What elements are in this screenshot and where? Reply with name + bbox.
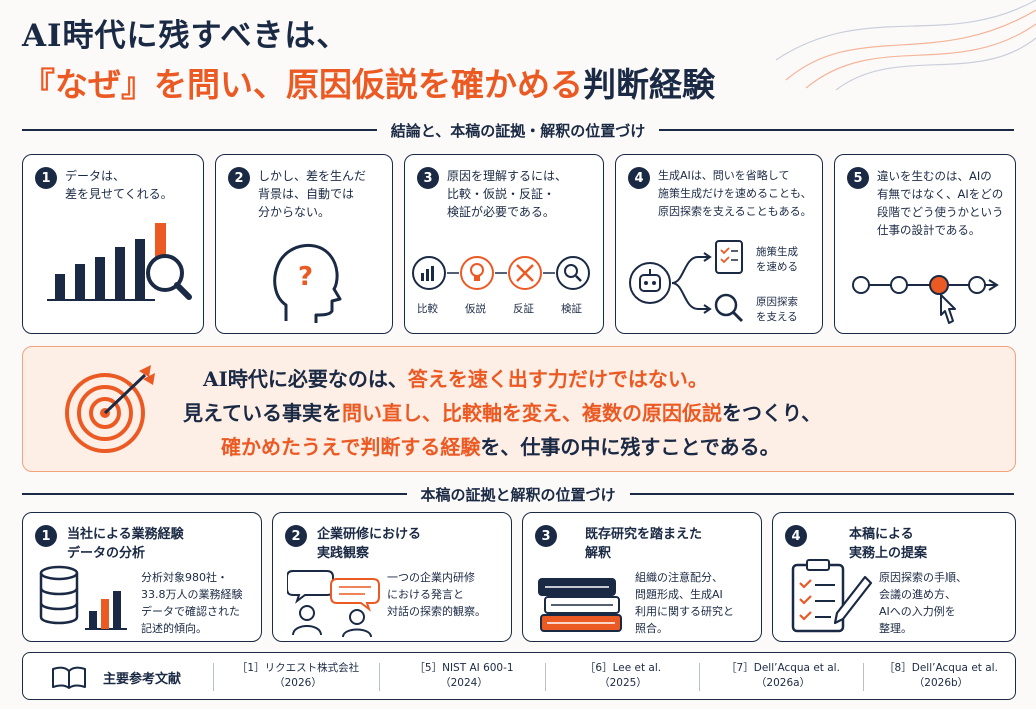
card-title: 企業研修における 実践観察: [317, 527, 422, 561]
decorative-swirl: [776, 0, 1036, 90]
card-text: しかし、差を生んだ 背景は、自動では 分からない。: [258, 169, 367, 219]
card-number: 4: [628, 167, 650, 189]
database-chart-icon: [39, 565, 127, 630]
card-number: 1: [35, 167, 57, 189]
branch-label-top: 施策生成 を速める: [756, 246, 798, 273]
card-text: 原因を理解するには、 比較・仮説・反証・ 検証が必要である。: [447, 169, 568, 219]
page-title-line2: 『なぜ』を問い、原因仮説を確かめる判断経験: [22, 58, 715, 106]
branch-label-bottom: 原因探索 を支える: [756, 296, 798, 323]
card-description: 組織の注意配分、 問題形成、生成AI 利用に関する研究と 照合。: [635, 571, 734, 635]
svg-text:?: ?: [298, 262, 313, 292]
card-description: 一つの企業内研修 における発言と 対話の探索的観察。: [387, 571, 486, 618]
step-label-verify: 検証: [561, 303, 582, 315]
references-heading: 主要参考文献: [103, 672, 182, 687]
section-header-conclusion: 結論と、本稿の証拠・解釈の位置づけ: [22, 120, 1014, 140]
card-number: 5: [847, 167, 869, 189]
banner-line-2: 見えている事実を問い直し、比較軸を変え、複数の原因仮説をつくり、: [183, 401, 822, 425]
step-label-hypothesis: 仮説: [465, 303, 486, 315]
card-number: 4: [785, 525, 807, 547]
process-steps-icons: [412, 256, 590, 290]
section-header-evidence: 本稿の証拠と解釈の位置づけ: [22, 484, 1015, 504]
reference-item: ［5］NIST AI 600-1 （2024）: [414, 662, 514, 689]
card-1: 1 データは、 差を見せてくれる。: [22, 154, 204, 334]
step-label-refute: 反証: [513, 303, 534, 315]
references-bar: 主要参考文献 ［1］リクエスト株式会社 （2026） ［5］NIST AI 60…: [22, 652, 1016, 700]
card-2: 2 しかし、差を生んだ 背景は、自動では 分からない。 ?: [215, 154, 393, 334]
people-dialogue-icon: [287, 570, 380, 637]
card-text: 違いを生むのは、AIの 有無ではなく、AIをどの 段階でどう使うかという 仕事の…: [877, 169, 1004, 237]
banner-line-1: AI時代に必要なのは、答えを速く出す力だけではない。: [203, 367, 708, 391]
evidence-card-2: 2 企業研修における 実践観察 一つの企業内研修 における発言と 対話の探索的観…: [272, 512, 512, 642]
ai-branch-icon: [629, 240, 744, 323]
bar-chart-magnifier-icon: [47, 223, 192, 301]
title-highlight: 『なぜ』を問い、原因仮説を確かめる: [22, 65, 583, 104]
evidence-card-3: 3 既存研究を踏まえた 解釈 組織の注意配分、 問題形成、生成AI 利用に関する…: [522, 512, 762, 642]
reference-item: ［7］Dell’Acqua et al. （2026a）: [726, 662, 840, 689]
books-stack-icon: [538, 578, 622, 632]
reference-item: ［1］リクエスト株式会社 （2026）: [236, 662, 360, 689]
evidence-card-1: 1 当社による業務経験 データの分析 分析対象980社・ 33.8万人の業務経験…: [22, 512, 262, 642]
key-message-banner: AI時代に必要なのは、答えを速く出す力だけではない。 見えている事実を問い直し、…: [22, 346, 1016, 472]
card-number: 2: [285, 525, 307, 547]
reference-item: ［6］Lee et al. （2025）: [584, 662, 662, 689]
card-number: 2: [228, 167, 250, 189]
card-title: 本稿による 実務上の提案: [849, 527, 928, 561]
step-label-compare: 比較: [417, 303, 438, 315]
card-5: 5 違いを生むのは、AIの 有無ではなく、AIをどの 段階でどう使うかという 仕…: [834, 154, 1016, 334]
clipboard-checklist-pen-icon: [791, 559, 873, 633]
card-number: 3: [535, 525, 557, 547]
banner-line-3: 確かめたうえで判断する経験を、仕事の中に残すことである。: [221, 435, 780, 459]
card-number: 3: [417, 167, 439, 189]
card-title: 当社による業務経験 データの分析: [67, 527, 184, 561]
reference-item: ［8］Dell’Acqua et al. （2026b）: [884, 662, 998, 689]
target-arrow-icon: [65, 365, 155, 453]
card-number: 1: [35, 525, 57, 547]
card-description: 原因探索の手順、 会議の進め方、 AIへの入力例を 整理。: [879, 571, 967, 635]
card-4: 4 生成AIは、問いを省略して 施策生成だけを速めることも、 原因探索を支えるこ…: [615, 154, 823, 334]
evidence-card-4: 4 本稿による 実務上の提案 原因探索の手順、 会議の進め方、 AIへの入力例を…: [772, 512, 1016, 642]
head-question-icon: ?: [273, 243, 342, 323]
card-title: 既存研究を踏まえた 解釈: [585, 527, 703, 561]
book-icon: [52, 666, 86, 689]
card-text: データは、 差を見せてくれる。: [65, 169, 173, 201]
card-text: 生成AIは、問いを省略して 施策生成だけを速めることも、 原因探索を支えることも…: [658, 169, 812, 218]
card-description: 分析対象980社・ 33.8万人の業務経験 データで確認された 記述的傾向。: [141, 571, 243, 635]
card-3: 3 原因を理解するには、 比較・仮説・反証・ 検証が必要である。 比較 仮説 反…: [404, 154, 604, 334]
workflow-pointer-icon: [852, 275, 999, 324]
title-tail: 判断経験: [583, 65, 715, 104]
page-title-line1: AI時代に残すべきは、: [22, 18, 349, 54]
